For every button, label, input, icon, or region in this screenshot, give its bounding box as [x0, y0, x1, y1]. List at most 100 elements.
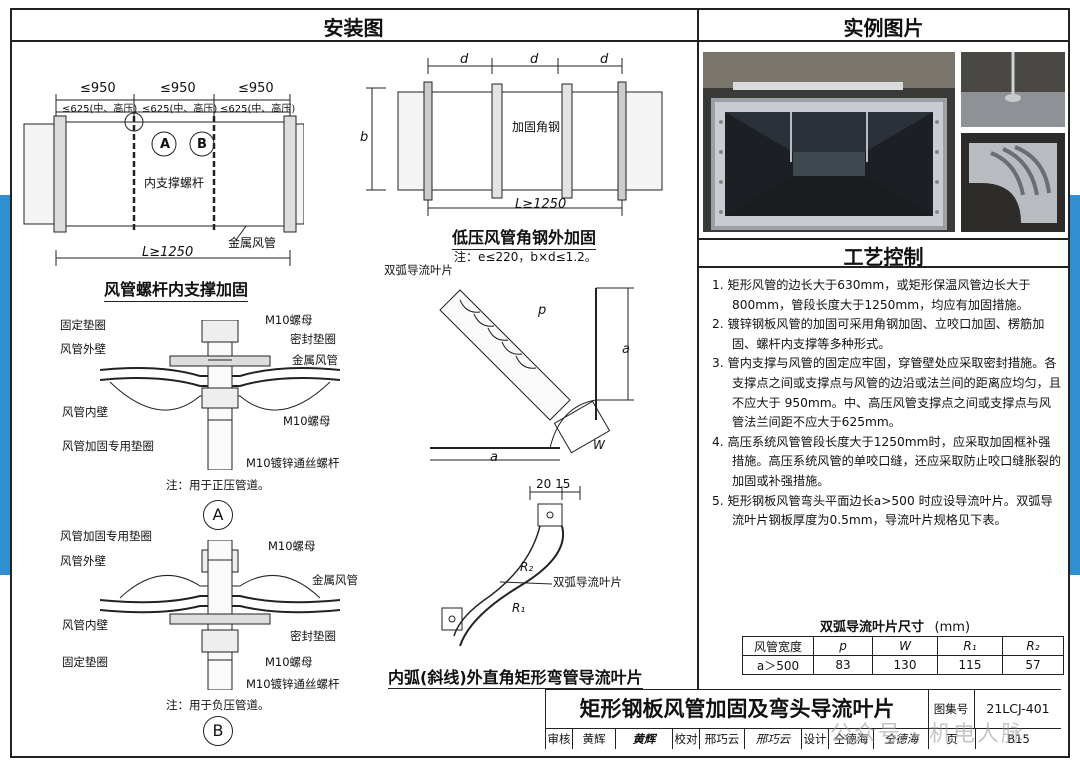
fig3-label-vane2: 双弧导流叶片: [553, 575, 622, 589]
fig2-d-1: d: [460, 52, 469, 67]
fig1-length: L≥1250: [142, 245, 194, 260]
fig3-a-bottom: a: [490, 450, 498, 465]
vane-profile: [441, 486, 581, 647]
process-requirements: 1. 矩形风管的边长大于630mm，或矩形保温风管边长大于800mm，管段长度大…: [712, 276, 1062, 531]
duct-photo-main: [703, 52, 955, 232]
detailA-right-1: M10螺母: [265, 313, 313, 327]
fig2-length: L≥1250: [515, 197, 567, 212]
fig1-caption: 风管螺杆内支撑加固: [104, 276, 249, 302]
designer-signature: 仝德海: [874, 729, 929, 749]
duct-photo-rod: [961, 52, 1065, 127]
watermark: 公众号 · 机电人脉: [830, 722, 1025, 747]
vane-table-title: 双弧导流叶片尺寸 (mm): [820, 616, 970, 635]
table-row: a＞500 83 130 115 57: [742, 655, 1064, 675]
install-heading: 安装图: [323, 16, 384, 40]
reviewer-name: 黄辉: [573, 729, 616, 749]
table-header-cell: W: [872, 636, 938, 656]
fig2-b: b: [360, 130, 369, 145]
requirement-4: 4. 高压系统风管管段长度大于1250mm时，应采取加固框补强措施。高压系统风管…: [712, 434, 1062, 488]
detailA-left-3: 风管内壁: [62, 405, 108, 419]
fig1-label-rod: 内支撑螺杆: [144, 176, 205, 190]
duct-photo-main-drawing: [703, 52, 955, 232]
drawing-title: 矩形钢板风管加固及弯头导流叶片: [546, 690, 929, 729]
fig1-dim-top-3: ≤950: [238, 81, 274, 96]
check-label: 校对: [673, 729, 700, 749]
designer-name: 仝德海: [829, 729, 874, 749]
requirement-1: 1. 矩形风管的边长大于630mm，或矩形保温风管边长大于800mm，管段长度大…: [712, 278, 1031, 312]
detailA-marker-label: A: [212, 505, 224, 524]
detailB-right-4: M10螺母: [265, 655, 313, 669]
duct-photo-rod-drawing: [961, 52, 1065, 127]
fig3-w: W: [593, 438, 605, 452]
detailB-right-3: 密封垫圈: [290, 629, 336, 643]
detailA-left-2: 风管外壁: [60, 342, 106, 356]
fig1-label-duct: 金属风管: [228, 236, 277, 250]
table-header-cell: 风管宽度: [742, 636, 814, 656]
detailB-right-5: M10镀锌通丝螺杆: [246, 677, 340, 691]
photos-heading: 实例图片: [843, 16, 924, 40]
detailA-note: 注：用于正压管道。: [166, 478, 270, 492]
vane-table-unit: (mm): [934, 620, 971, 635]
fig2-d-3: d: [600, 52, 609, 67]
review-label: 审核: [546, 729, 573, 749]
duct-photo-vanes: [961, 133, 1065, 232]
fig3-r1: R₁: [512, 601, 526, 615]
photo-divider: [697, 238, 1070, 240]
detailB-marker: B: [203, 716, 233, 746]
fig3-label-vane: 双弧导流叶片: [384, 263, 453, 277]
checker-name: 邢巧云: [700, 729, 745, 749]
fig1-dim-sub-1: ≤625(中、高压): [62, 104, 138, 115]
header-divider: [10, 40, 1070, 42]
fig3-dims: 20 15: [536, 477, 571, 491]
table-cell: 130: [872, 655, 938, 675]
detailB-right-1: M10螺母: [268, 539, 316, 553]
fig3-p: p: [538, 303, 547, 318]
rod-support-elevation: [23, 94, 304, 266]
column-divider: [697, 8, 699, 690]
requirement-5: 5. 矩形钢板风管弯头平面边长a>500 时应设导流叶片。双弧导流叶片钢板厚度为…: [712, 493, 1053, 528]
detailB-left-1: 风管加固专用垫圈: [60, 529, 152, 543]
table-header-cell: R₁: [937, 636, 1003, 656]
table-header-cell: p: [813, 636, 873, 656]
vane-table-title-text: 双弧导流叶片尺寸: [820, 620, 925, 635]
detailB-left-2: 风管外壁: [60, 554, 106, 568]
fig2-caption: 低压风管角钢外加固: [452, 224, 597, 250]
detailA-right-5: M10镀锌通丝螺杆: [246, 456, 340, 470]
table-cell: 83: [813, 655, 873, 675]
page-label: 页: [929, 729, 976, 749]
left-accent-bar: [0, 195, 10, 575]
fig3-caption: 内弧(斜线)外直角矩形弯管导流叶片: [388, 664, 643, 689]
detailB-note: 注：用于负压管道。: [166, 698, 270, 712]
fig2-note: 注：e≤220，b×d≤1.2。: [454, 250, 597, 264]
page-number: B15: [1007, 732, 1030, 746]
detail-b-section: [100, 540, 340, 690]
fig1-dim-sub-3: ≤625(中、高压): [220, 104, 296, 115]
table-cell: 115: [937, 655, 1003, 675]
requirement-2: 2. 镀锌钢板风管的加固可采用角钢加固、立咬口加固、楞筋加固、螺杆内支撑等多种形…: [712, 317, 1045, 351]
fig1-dim-top-1: ≤950: [80, 81, 116, 96]
table-cell: 57: [1002, 655, 1064, 675]
atlas-number: 21LCJ-401: [975, 690, 1061, 729]
vane-size-table: 风管宽度 p W R₁ R₂ a＞500 83 130 115 57: [742, 636, 1064, 675]
detailB-marker-label: B: [212, 721, 224, 740]
reviewer-signature: 黄辉: [616, 729, 673, 749]
fig3-r2: R₂: [520, 560, 534, 574]
design-label: 设计: [802, 729, 829, 749]
detailB-right-2: 金属风管: [312, 573, 358, 587]
detailA-right-3: 金属风管: [292, 353, 338, 367]
atlas-label: 图集号: [928, 690, 975, 729]
fig1-marker-a: A: [160, 137, 171, 152]
fig3-a-side: a: [622, 342, 630, 357]
duct-photo-vanes-drawing: [961, 133, 1065, 232]
elbow-vane-plan: [430, 287, 634, 461]
fig1-marker-b: B: [197, 137, 207, 152]
table-row: 风管宽度 p W R₁ R₂: [742, 636, 1064, 656]
detail-a-section: [100, 320, 340, 470]
fig1-dim-sub-2: ≤625(中、高压): [142, 104, 218, 115]
detailA-left-4: 风管加固专用垫圈: [62, 439, 154, 453]
fig1-dim-top-2: ≤950: [160, 81, 196, 96]
detailA-left-1: 固定垫圈: [60, 318, 106, 332]
angle-steel-elevation: [366, 58, 663, 216]
title-block: 矩形钢板风管加固及弯头导流叶片 图集号 21LCJ-401 审核 黄辉 黄辉 校…: [545, 689, 1061, 749]
detailB-left-4: 固定垫圈: [62, 655, 108, 669]
